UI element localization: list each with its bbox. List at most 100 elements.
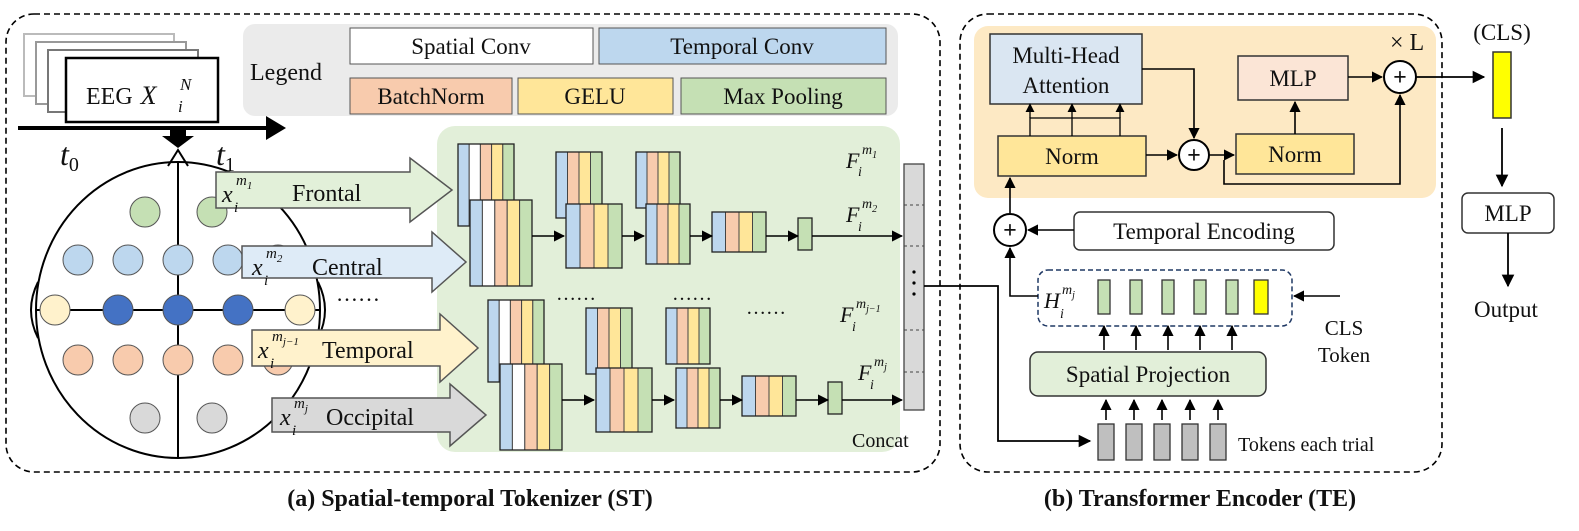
feature-fj-sup: mj — [874, 355, 887, 373]
electrode — [284, 294, 316, 326]
concat-label: Concat — [852, 430, 909, 452]
feature-f1: F — [845, 148, 860, 173]
conv-block — [499, 363, 563, 451]
temporal-encoding-label: Temporal Encoding — [1113, 219, 1295, 244]
region-central-name: Central — [312, 255, 383, 281]
legend-gelu-label: GELU — [564, 84, 626, 109]
head-mlp-label: MLP — [1484, 201, 1531, 226]
h-symbol: H — [1043, 288, 1061, 313]
electrode — [129, 196, 161, 228]
spatial-projection-label: Spatial Projection — [1066, 362, 1231, 387]
input-token — [1153, 423, 1171, 461]
scalp-head — [30, 148, 326, 459]
legend-max-pooling — [680, 77, 887, 115]
conv-block — [635, 151, 681, 209]
region-arrows: x i m1 Frontal x i m2 Central x i mj−1 T… — [215, 156, 488, 448]
legend-temporal-conv-label: Temporal Conv — [670, 34, 814, 59]
cls-token-line1: CLS — [1325, 316, 1364, 340]
region-central-symbol: x — [251, 255, 263, 281]
electrode — [62, 344, 94, 376]
conv-block — [565, 203, 623, 269]
electrode — [162, 244, 194, 276]
feature-fj-sub: i — [870, 378, 874, 393]
electrode — [222, 294, 254, 326]
electrode — [112, 344, 144, 376]
legend-spatial-conv — [349, 27, 594, 65]
feature-f2: F — [845, 202, 860, 227]
input-token — [1125, 423, 1143, 461]
region-central-sub: i — [264, 273, 268, 289]
h-tokens — [1097, 279, 1269, 315]
region-temporal-name: Temporal — [322, 338, 414, 364]
plus-2: + — [1393, 65, 1407, 91]
region-frontal-name: Frontal — [292, 181, 362, 207]
branch-ellipsis: …… — [746, 297, 786, 319]
region-central-sup: m2 — [266, 246, 283, 265]
h-token — [1225, 279, 1239, 315]
legend-spatial-conv-label: Spatial Conv — [411, 34, 531, 59]
legend-gelu — [517, 77, 674, 115]
multi-head-attention-box — [989, 33, 1143, 105]
region-temporal-sup: mj−1 — [272, 329, 299, 348]
projection-arrows — [1098, 324, 1238, 420]
conv-block — [645, 203, 691, 265]
h-sub: i — [1060, 307, 1064, 322]
conv-block — [711, 211, 767, 253]
region-temporal-symbol: x — [257, 338, 269, 364]
concat-column: Concat — [852, 163, 925, 452]
legend-batchnorm — [349, 77, 513, 115]
legend-title: Legend — [250, 60, 322, 86]
tokens-label: Tokens each trial — [1238, 434, 1375, 456]
feature-f2-sub: i — [858, 220, 862, 235]
electrode — [39, 294, 71, 326]
feature-fj1-sup: mj−1 — [856, 297, 881, 315]
conv-block — [585, 307, 633, 375]
electrode — [129, 402, 161, 434]
temporal-add — [993, 213, 1027, 247]
time-axis: t0 t1 — [18, 116, 286, 176]
mlp-label: MLP — [1269, 66, 1316, 91]
norm-box-2 — [1235, 133, 1355, 175]
mha-line1: Multi-Head — [1012, 43, 1120, 68]
region-ellipsis: …… — [336, 281, 380, 306]
region-arrow-temporal — [251, 312, 480, 384]
feature-fj: F — [857, 360, 872, 385]
plus-3: + — [1003, 218, 1017, 244]
electrode — [212, 244, 244, 276]
legend-batchnorm-label: BatchNorm — [377, 84, 484, 109]
branch-ellipsis: …… — [672, 283, 712, 305]
region-arrow-occipital — [271, 382, 488, 448]
cls-token-line2: Token — [1318, 343, 1371, 367]
conv-block — [665, 307, 711, 365]
region-occipital-sup: mj — [294, 396, 308, 415]
conv-block — [797, 217, 813, 251]
mlp-box — [1237, 55, 1349, 101]
cls-token — [1253, 279, 1269, 315]
feature-fj1: F — [839, 302, 854, 327]
times-l: × L — [1390, 30, 1424, 56]
input-tokens — [1097, 423, 1227, 461]
region-occipital-symbol: x — [279, 405, 291, 431]
conv-block — [595, 367, 653, 433]
spatial-projection-box — [1029, 351, 1267, 397]
feature-fj1-sub: i — [852, 320, 856, 335]
region-frontal-symbol: x — [221, 182, 233, 208]
cls-output-label: (CLS) — [1473, 20, 1531, 45]
norm2-label: Norm — [1268, 142, 1322, 167]
h-token — [1097, 279, 1111, 315]
eeg-sub: i — [178, 97, 183, 116]
region-occipital-name: Occipital — [326, 405, 414, 431]
h-token — [1193, 279, 1207, 315]
te-caption: (b) Transformer Encoder (TE) — [1044, 486, 1356, 512]
region-frontal-sup: m1 — [236, 173, 252, 192]
feature-f2-sup: m2 — [862, 197, 877, 215]
conv-branches — [457, 143, 904, 451]
branch-ellipsis: …… — [556, 283, 596, 305]
plus-1: + — [1187, 143, 1201, 169]
legend-max-pooling-label: Max Pooling — [723, 84, 843, 109]
region-temporal-sub: i — [270, 356, 274, 372]
h-sup: mj — [1062, 283, 1075, 301]
conv-block — [741, 375, 797, 417]
input-token — [1097, 423, 1115, 461]
